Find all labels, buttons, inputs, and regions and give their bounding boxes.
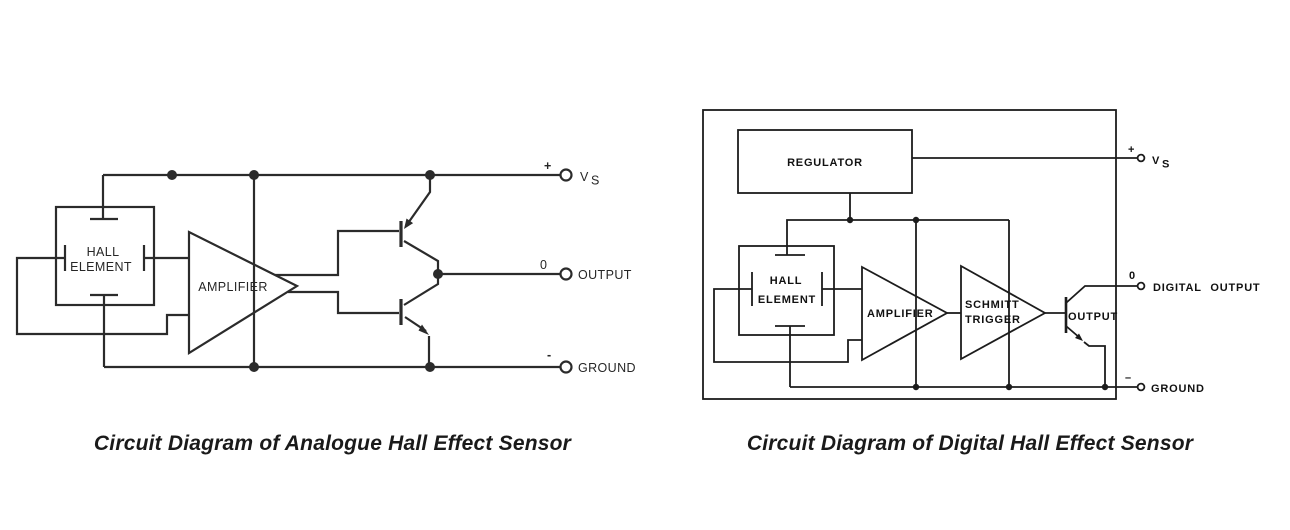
junction-dot (912, 216, 920, 224)
transistor-bottom-collector (403, 274, 440, 306)
junction-dot (433, 269, 443, 279)
amplifier-label: AMPLIFIER (867, 308, 933, 320)
vs-label-subscript: S (1162, 159, 1170, 171)
output-transistor-arrow (1075, 333, 1083, 341)
vs-plus-sign: + (1128, 144, 1135, 156)
digital-output-terminal-circle (1136, 281, 1146, 291)
transistor-top-emitter (405, 175, 432, 227)
junction-dot (249, 362, 259, 372)
junction-dot (425, 170, 435, 180)
vs-plus-sign: + (544, 159, 552, 173)
digital-output-zero-sign: 0 (1129, 270, 1136, 282)
digital-labels: REGULATOR HALL ELEMENT AMPLIFIER SCHMITT… (758, 144, 1260, 395)
amp-input-feedback-wire (713, 288, 862, 363)
supply-bus (786, 219, 1009, 255)
junction-dot (1101, 383, 1109, 391)
amp-output-lower-wire (288, 290, 399, 315)
regulator-box (737, 129, 913, 194)
schmitt-label-line2: TRIGGER (965, 314, 1021, 326)
ground-terminal-circle (1136, 382, 1146, 392)
ground-label: GROUND (578, 361, 636, 375)
chip-outline-box (702, 109, 1117, 400)
hall-top-lead (90, 175, 118, 221)
hall-element-label-line1: HALL (87, 245, 120, 259)
junction-dot (912, 383, 920, 391)
vs-label: V (580, 170, 589, 184)
hall-element-label-line2: ELEMENT (70, 260, 132, 274)
transistor-top-collector (403, 240, 440, 274)
schmitt-triangle (960, 264, 1047, 361)
transistor-bottom-emitter (404, 316, 431, 367)
amplifier-triangle (187, 230, 300, 355)
junction-dot (1005, 383, 1013, 391)
analogue-circuit (15, 168, 573, 374)
amplifier-triangle (861, 265, 949, 362)
ground-minus-sign: – (1125, 372, 1132, 384)
vs-label: V (1152, 155, 1160, 167)
amp-input-feedback-wire (15, 256, 190, 336)
hall-bottom-lead (90, 293, 118, 367)
vs-terminal-circle (1136, 153, 1146, 163)
amplifier-label: AMPLIFIER (198, 280, 268, 294)
hall-element-box (738, 245, 835, 336)
transistor-top-arrow (404, 218, 414, 229)
hall-bottom-lead (775, 325, 805, 387)
ground-label: GROUND (1151, 383, 1205, 395)
regulator-label: REGULATOR (787, 157, 863, 169)
ground-minus-sign: - (547, 348, 552, 362)
output-zero-sign: 0 (540, 258, 547, 272)
junction-dot (425, 362, 435, 372)
hall-element-label-line2: ELEMENT (758, 294, 816, 306)
output-terminal-circle (559, 267, 573, 281)
digital-circuit (702, 109, 1146, 400)
vs-terminal-circle (559, 168, 573, 182)
hall-element-label-line1: HALL (770, 275, 803, 287)
output-label: OUTPUT (578, 268, 632, 282)
junction-dot (167, 170, 177, 180)
vs-label-subscript: S (591, 174, 600, 188)
junction-dot (846, 216, 854, 224)
ground-terminal-circle (559, 360, 573, 374)
digital-output-label: DIGITAL OUTPUT (1153, 282, 1260, 294)
output-transistor-collector (1065, 285, 1137, 304)
output-transistor-emitter (1065, 325, 1106, 387)
schmitt-label-line1: SCHMITT (965, 299, 1019, 311)
amp-output-upper-wire (275, 229, 399, 277)
junction-dot (249, 170, 259, 180)
digital-caption: Circuit Diagram of Digital Hall Effect S… (746, 432, 1194, 455)
analogue-labels: HALL ELEMENT AMPLIFIER + V S 0 OUTPUT - … (70, 159, 636, 375)
analogue-caption: Circuit Diagram of Analogue Hall Effect … (93, 432, 572, 455)
output-transistor-label: OUTPUT (1068, 311, 1118, 323)
transistor-bottom-arrow (418, 324, 429, 335)
